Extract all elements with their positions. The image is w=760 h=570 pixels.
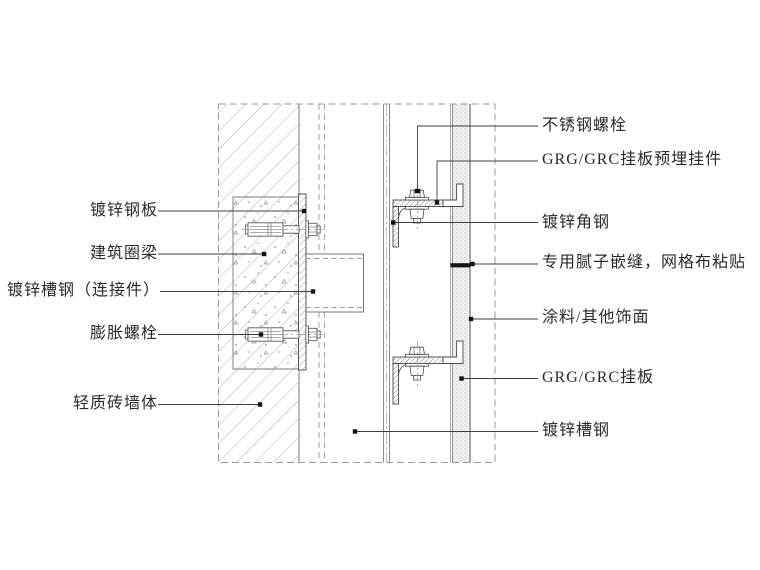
ring-beam-outline bbox=[232, 196, 299, 370]
galvanized-plate-hatch bbox=[298, 194, 306, 370]
label-stainless-steel-bolt: 不锈钢螺栓 bbox=[542, 117, 628, 134]
upper-expansion-bolt bbox=[241, 220, 324, 239]
label-building-ring-beam: 建筑圈梁 bbox=[89, 245, 158, 262]
vertical-channel bbox=[383, 104, 390, 463]
label-paint-finish: 涂料/其他饰面 bbox=[542, 309, 650, 326]
leader-dots bbox=[257, 188, 475, 434]
label-galvanized-angle-steel: 镀锌角钢 bbox=[542, 214, 611, 231]
channel-connector-box bbox=[306, 253, 364, 313]
label-grc-embedded-hanger: GRG/GRC挂板预埋挂件 bbox=[542, 151, 723, 168]
label-galvanized-channel-connector: 镀锌槽钢（连接件） bbox=[6, 282, 160, 299]
hidden-channel-lines bbox=[318, 104, 325, 463]
grc-panel bbox=[450, 104, 471, 463]
label-galvanized-channel: 镀锌槽钢 bbox=[542, 422, 611, 439]
label-putty-joint-mesh: 专用腻子嵌缝，网格布粘贴 bbox=[542, 254, 747, 271]
label-grc-panel: GRG/GRC挂板 bbox=[542, 369, 655, 386]
label-galvanized-steel-plate: 镀锌钢板 bbox=[89, 202, 158, 219]
label-expansion-bolt: 膨胀螺栓 bbox=[89, 325, 158, 342]
putty-joint-band bbox=[450, 263, 471, 268]
drawing-boundary bbox=[218, 103, 496, 463]
label-lightweight-brick-wall: 轻质砖墙体 bbox=[72, 395, 158, 412]
leader-lines bbox=[158, 125, 538, 432]
